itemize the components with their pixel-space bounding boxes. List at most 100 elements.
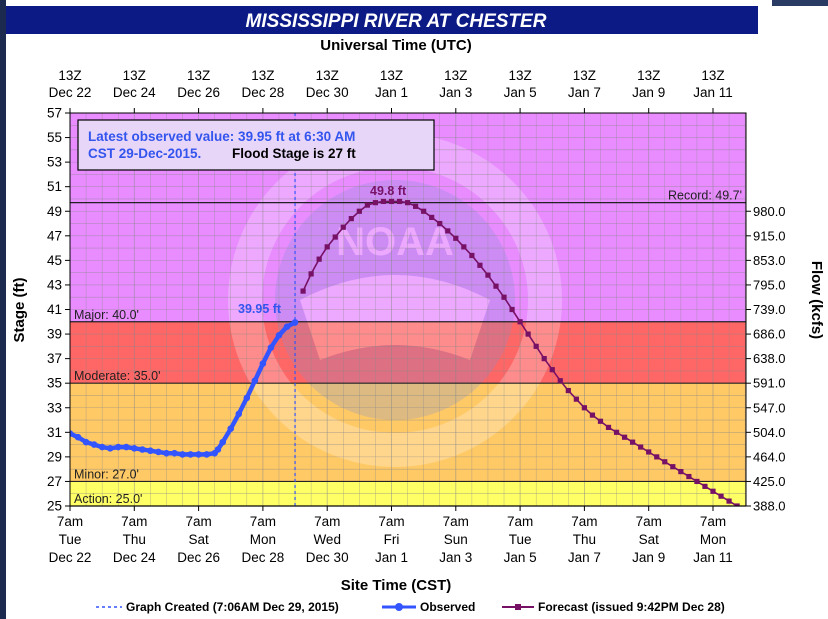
x-top-tick-date: Jan 1 (375, 85, 408, 100)
observed-point (139, 446, 146, 453)
title-bar (6, 6, 758, 34)
forecast-point (743, 508, 748, 513)
forecast-point (461, 244, 467, 250)
forecast-point (509, 306, 515, 313)
observed-point (267, 344, 275, 351)
forecast-point (694, 478, 700, 485)
observed-point (283, 323, 291, 330)
latest-observed-box (77, 119, 435, 171)
observed-point (74, 433, 82, 441)
forecast-point (589, 412, 596, 418)
x-bottom-tick-weekday: Wed (313, 532, 341, 547)
y-tick-label: 33 (47, 400, 62, 415)
right-panel-edge (772, 0, 828, 619)
observed-point (122, 443, 130, 451)
y2-tick-label: 591.0 (753, 376, 786, 391)
noaa-seagull-icon (300, 275, 490, 360)
x-bottom-tick-date: Jan 7 (568, 550, 601, 565)
x-bottom-tick-date: Dec 30 (306, 550, 349, 565)
x-bottom-tick-hour: 7am (57, 514, 83, 529)
forecast-point (541, 356, 547, 362)
x-bottom-tick-date: Jan 1 (375, 550, 408, 565)
observed-point (90, 441, 98, 448)
x-bottom-tick-weekday: Fri (384, 532, 400, 547)
x-bottom-tick-hour: 7am (378, 514, 404, 529)
observed-point (171, 449, 178, 457)
y-tick-label: 35 (47, 376, 62, 391)
forecast-point (573, 396, 579, 402)
y-tick-label: 29 (47, 449, 62, 464)
x-top-tick-date: Jan 9 (632, 85, 665, 100)
x-bottom-tick-weekday: Mon (250, 532, 276, 547)
x-bottom-tick-date: Dec 24 (113, 550, 156, 565)
forecast-point (501, 294, 507, 300)
threshold-label-3: Major: 40.0' (74, 308, 139, 322)
x-bottom-tick-date: Jan 5 (504, 550, 537, 565)
x-top-tick-date: Jan 3 (439, 85, 472, 100)
legend-graph-created: Graph Created (7:06AM Dec 29, 2015) (126, 600, 339, 614)
forecast-point (525, 331, 531, 337)
x-top-tick-hour: 13Z (58, 68, 81, 83)
y2-tick-label: 388.0 (753, 499, 786, 514)
latest-observed-line1: Latest observed value: 39.95 ft at 6:30 … (88, 129, 355, 144)
forecast-point (662, 459, 668, 465)
forecast-point (726, 498, 732, 504)
x-bottom-tick-weekday: Mon (700, 532, 726, 547)
legend-observed: Observed (420, 600, 475, 614)
x-bottom-tick-date: Dec 22 (49, 550, 92, 565)
observed-point (155, 448, 162, 456)
forecast-point (477, 262, 483, 268)
observed-point-label: 39.95 ft (238, 302, 282, 316)
observed-point (131, 444, 138, 452)
y2-tick-label: 504.0 (753, 425, 786, 440)
forecast-point (380, 198, 387, 205)
x-bottom-tick-weekday: Thu (573, 532, 596, 547)
y-tick-label: 37 (47, 351, 62, 366)
y-tick-label: 47 (47, 228, 62, 243)
observed-point (106, 444, 114, 452)
observed-point (187, 451, 194, 458)
forecast-point (485, 272, 491, 278)
x-top-tick-hour: 13Z (316, 68, 339, 83)
observed-point (163, 449, 170, 457)
x-bottom-tick-hour: 7am (700, 514, 726, 529)
forecast-point (493, 283, 499, 289)
x-bottom-tick-date: Jan 9 (632, 550, 665, 565)
observed-point (203, 451, 210, 458)
observed-point (275, 331, 283, 339)
observed-point (98, 443, 106, 451)
observed-point (259, 360, 267, 367)
x-top-tick-date: Dec 26 (177, 85, 220, 100)
observed-point (82, 438, 90, 446)
y-axis-title: Stage (ft) (11, 278, 28, 343)
x-bottom-tick-weekday: Sun (444, 532, 468, 547)
forecast-point (413, 203, 419, 209)
x-bottom-tick-hour: 7am (121, 514, 147, 529)
latest-observed-line2: CST 29-Dec-2015. (88, 146, 201, 161)
forecast-point (710, 488, 716, 494)
x-top-tick-date: Dec 24 (113, 85, 156, 100)
forecast-point (597, 418, 604, 424)
y2-tick-label: 853.0 (753, 253, 786, 268)
legend-forecast-marker (515, 604, 521, 610)
y-tick-label: 43 (47, 277, 62, 292)
observed-point (219, 438, 227, 446)
x-bottom-tick-weekday: Sat (639, 532, 660, 547)
observed-point (179, 451, 186, 458)
observed-point (214, 446, 222, 453)
forecast-point (340, 224, 346, 230)
x-bottom-tick-hour: 7am (636, 514, 662, 529)
bottom-axis-title: Site Time (CST) (341, 577, 452, 594)
x-bottom-tick-date: Jan 3 (439, 550, 472, 565)
x-top-tick-date: Dec 30 (306, 85, 349, 100)
observed-point (70, 430, 74, 437)
observed-point (235, 410, 243, 418)
x-top-tick-hour: 13Z (573, 68, 596, 83)
forecast-point (678, 469, 684, 475)
threshold-label-2: Moderate: 35.0' (74, 369, 160, 383)
y-tick-label: 45 (47, 253, 62, 268)
forecast-point (421, 208, 427, 214)
x-top-tick-hour: 13Z (187, 68, 210, 83)
watermark-center-text: NOAA (336, 220, 454, 264)
